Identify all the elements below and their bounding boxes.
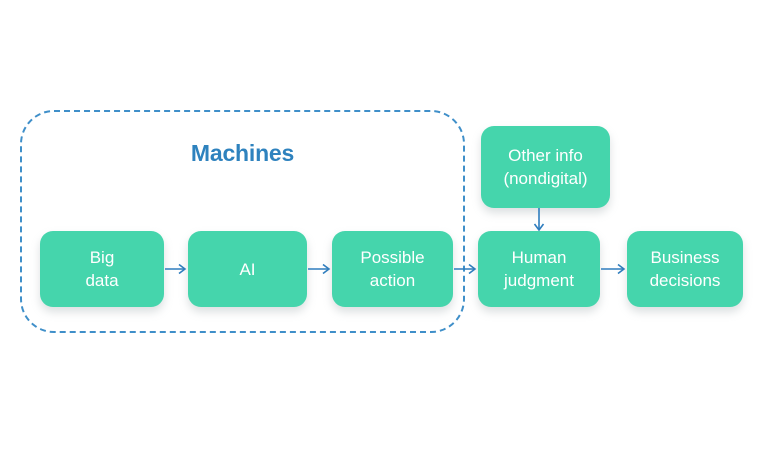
node-human-judgment[interactable]: Human judgment (478, 231, 600, 307)
node-big-data-line1: Big (89, 248, 115, 267)
arrow-ai-to-possible-action-icon (308, 261, 331, 277)
node-big-data-line2: data (85, 271, 119, 290)
arrow-big-data-to-ai-icon (165, 261, 187, 277)
node-business-decisions[interactable]: Business decisions (627, 231, 743, 307)
node-possible-action[interactable]: Possible action (332, 231, 453, 307)
machines-group-title: Machines (190, 140, 295, 166)
node-other-info[interactable]: Other info (nondigital) (481, 126, 610, 208)
node-possible-action-line2: action (369, 271, 416, 290)
node-possible-action-line1: Possible (360, 248, 425, 267)
arrow-other-info-to-human-judgment-icon (531, 208, 547, 232)
node-other-info-line2: (nondigital) (503, 169, 588, 188)
node-ai[interactable]: AI (188, 231, 307, 307)
node-other-info-line1: Other info (508, 146, 583, 165)
node-human-judgment-line1: Human (511, 248, 567, 267)
node-business-decisions-line2: decisions (649, 271, 721, 290)
arrow-human-judgment-to-business-decisions-icon (601, 261, 626, 277)
node-big-data[interactable]: Big data (40, 231, 164, 307)
machines-group-container (20, 110, 465, 333)
node-human-judgment-line2: judgment (504, 271, 574, 290)
node-ai-line1: AI (239, 259, 256, 279)
arrow-possible-action-to-human-judgment-icon (454, 261, 477, 277)
node-business-decisions-line1: Business (650, 248, 720, 267)
